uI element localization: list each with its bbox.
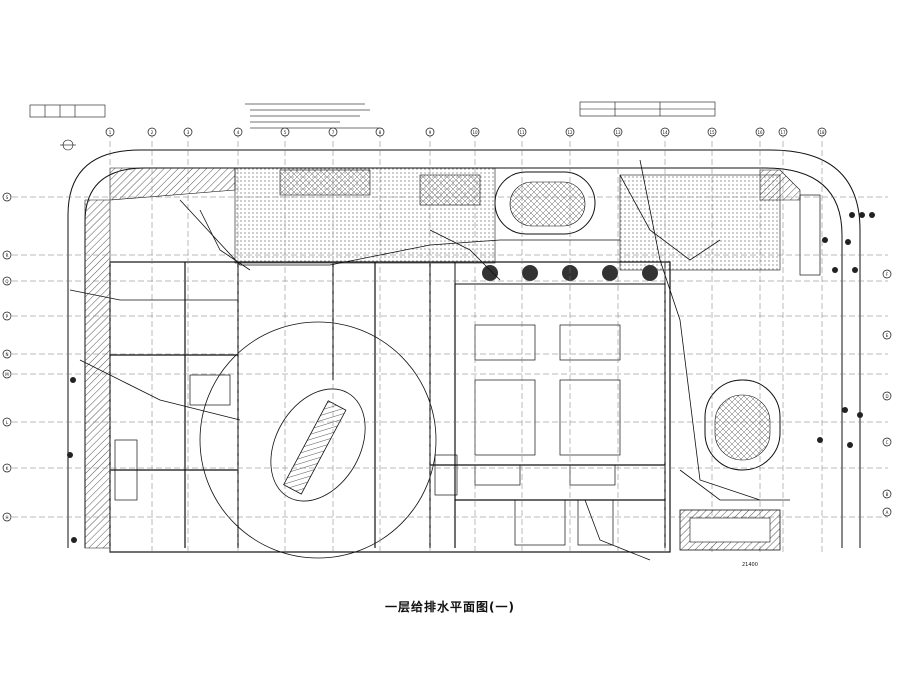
column-axis-top [105, 127, 827, 137]
ramp-islands [494, 171, 781, 471]
svg-text:16: 16 [757, 130, 763, 135]
svg-text:17: 17 [780, 130, 786, 135]
svg-text:5: 5 [284, 130, 287, 135]
row-axis-left-labels: S R Q P N M L K H [5, 195, 9, 520]
dimension-21400: 21400 [742, 562, 758, 568]
svg-text:2: 2 [151, 130, 154, 135]
svg-text:14: 14 [662, 130, 668, 135]
svg-text:S: S [6, 195, 9, 200]
svg-text:P: P [6, 314, 9, 319]
top-service-zone [234, 167, 781, 271]
svg-text:L: L [6, 420, 9, 425]
svg-text:N: N [6, 352, 9, 357]
pipe-runs [69, 159, 790, 561]
svg-text:R: R [6, 253, 9, 258]
svg-text:12: 12 [567, 130, 573, 135]
svg-text:7: 7 [332, 130, 335, 135]
svg-text:11: 11 [519, 130, 525, 135]
svg-text:4: 4 [237, 130, 240, 135]
svg-text:A: A [886, 510, 889, 515]
svg-text:1: 1 [109, 130, 112, 135]
atrium [199, 321, 437, 559]
row-axis-right [882, 269, 892, 517]
svg-text:F: F [886, 272, 889, 277]
svg-text:E: E [886, 333, 889, 338]
interior-walls [109, 261, 671, 553]
outdoor-fixtures [67, 212, 875, 543]
notes-block [245, 103, 380, 129]
svg-text:C: C [886, 440, 889, 445]
svg-text:K: K [6, 466, 9, 471]
svg-text:13: 13 [615, 130, 621, 135]
svg-text:3: 3 [187, 130, 190, 135]
svg-text:9: 9 [429, 130, 432, 135]
equipment-room [679, 509, 781, 551]
title-block [579, 101, 716, 117]
svg-text:18: 18 [819, 130, 825, 135]
row-axis-right-labels: F E D C B A [885, 272, 888, 515]
svg-text:H: H [5, 515, 8, 520]
svg-text:Q: Q [5, 279, 8, 284]
svg-text:10: 10 [472, 130, 478, 135]
svg-text:8: 8 [379, 130, 382, 135]
legend-sketch [29, 104, 106, 151]
room-cells [114, 194, 821, 546]
svg-text:B: B [886, 492, 889, 497]
row-axis-left [2, 192, 12, 522]
column-axis-top-labels: 1 2 3 4 5 7 8 9 10 11 12 13 14 15 16 17 … [109, 130, 825, 135]
grid-lines [12, 132, 888, 552]
drawing-title: 一层给排水平面图(一) [385, 600, 515, 614]
site-boundary [67, 149, 861, 548]
svg-text:15: 15 [709, 130, 715, 135]
svg-text:M: M [5, 372, 9, 377]
svg-text:D: D [885, 394, 888, 399]
